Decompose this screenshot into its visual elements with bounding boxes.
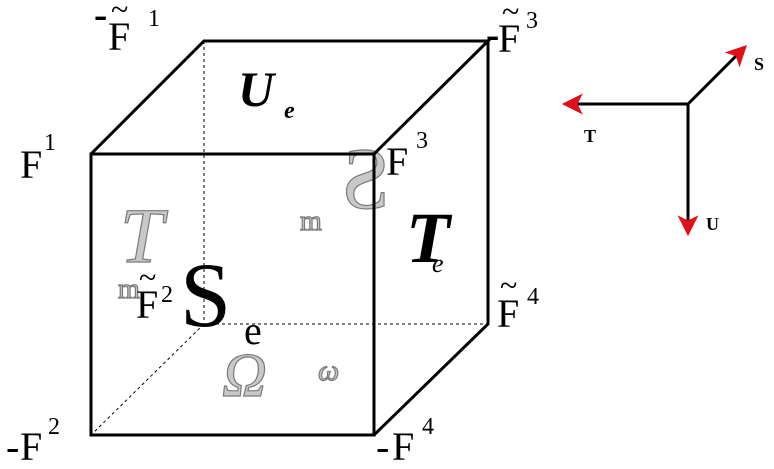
hidden-edge-back-diagonal	[90, 323, 205, 436]
cube-right-face	[372, 41, 490, 437]
vertex-label-top-front-left: F 1	[20, 130, 56, 187]
vertex-label-bottom-front-left: - F 2	[6, 414, 60, 469]
vertex-prefix: -	[94, 0, 107, 37]
vertex-label-top-back-right: - F ~ 3	[486, 0, 538, 61]
cube-front-face	[89, 152, 376, 437]
vertex-prefix: -	[376, 424, 399, 469]
vertex-base: F	[20, 142, 42, 187]
vertex-tilde: ~	[139, 259, 156, 295]
vertex-tilde: ~	[111, 0, 128, 27]
vertex-prefix: -	[486, 12, 499, 57]
vertex-sup: 3	[416, 128, 428, 154]
vertex-base: F	[392, 424, 414, 469]
vertex-base: F	[20, 424, 42, 469]
face-label-right: T e	[406, 198, 453, 278]
vertex-sup: 1	[44, 130, 56, 156]
face-label-top: U e	[238, 61, 295, 124]
vertex-sup: 1	[148, 6, 160, 32]
ghost-label-bottom-face: Ω ω	[221, 341, 339, 410]
axis-u-label: U	[706, 214, 719, 234]
face-label-front-sub: e	[244, 308, 262, 353]
axis-s-label: S	[754, 54, 764, 74]
vertex-tilde: ~	[500, 267, 517, 303]
vertex-tilde: ~	[502, 0, 519, 29]
axis-s-shaft	[685, 45, 747, 107]
vertex-base: F	[386, 139, 408, 184]
vertex-base: F	[108, 14, 130, 59]
ghost-label-left-base: T	[120, 192, 168, 279]
vertex-base: F	[498, 16, 520, 61]
cube-hidden-edges	[90, 41, 488, 436]
face-label-top-base: U	[238, 61, 277, 117]
ghost-label-left-sub: m	[118, 274, 140, 305]
ghost-label-bottom-sup: ω	[318, 354, 339, 387]
ghost-label-back-sub: m	[300, 206, 322, 237]
vertex-label-bottom-front-right: - F 4	[376, 414, 434, 469]
face-label-right-sub: e	[432, 249, 444, 278]
vertex-sup: 2	[161, 282, 173, 308]
cube-visible-edges	[89, 39, 492, 437]
vertex-prefix: -	[6, 424, 19, 469]
face-label-front: S e	[180, 244, 262, 353]
vertex-sup: 4	[527, 284, 539, 310]
vertex-label-top-front-right: F 3	[386, 128, 428, 184]
vertex-label-bottom-back-left: F ~ 2	[136, 259, 173, 327]
vertex-label-top-back-left: - F ~ 1	[94, 0, 160, 59]
vertex-base: F	[497, 291, 519, 336]
vertex-sup: 4	[422, 414, 434, 440]
axis-t-label: T	[584, 126, 596, 146]
ghost-label-left-face: T m	[117, 191, 168, 305]
face-label-top-sub: e	[284, 98, 295, 124]
vertex-base: F	[136, 282, 158, 327]
ghost-label-bottom-base: Ω	[222, 342, 267, 410]
face-label-right-base: T	[406, 198, 453, 278]
vertex-sup: 2	[48, 414, 60, 440]
axes-glyph	[561, 45, 747, 237]
face-label-front-base: S	[180, 244, 231, 346]
cube-top-face	[89, 39, 492, 156]
vertex-sup: 3	[526, 8, 538, 34]
vertex-label-bottom-back-right: F ~ 4	[497, 267, 539, 336]
